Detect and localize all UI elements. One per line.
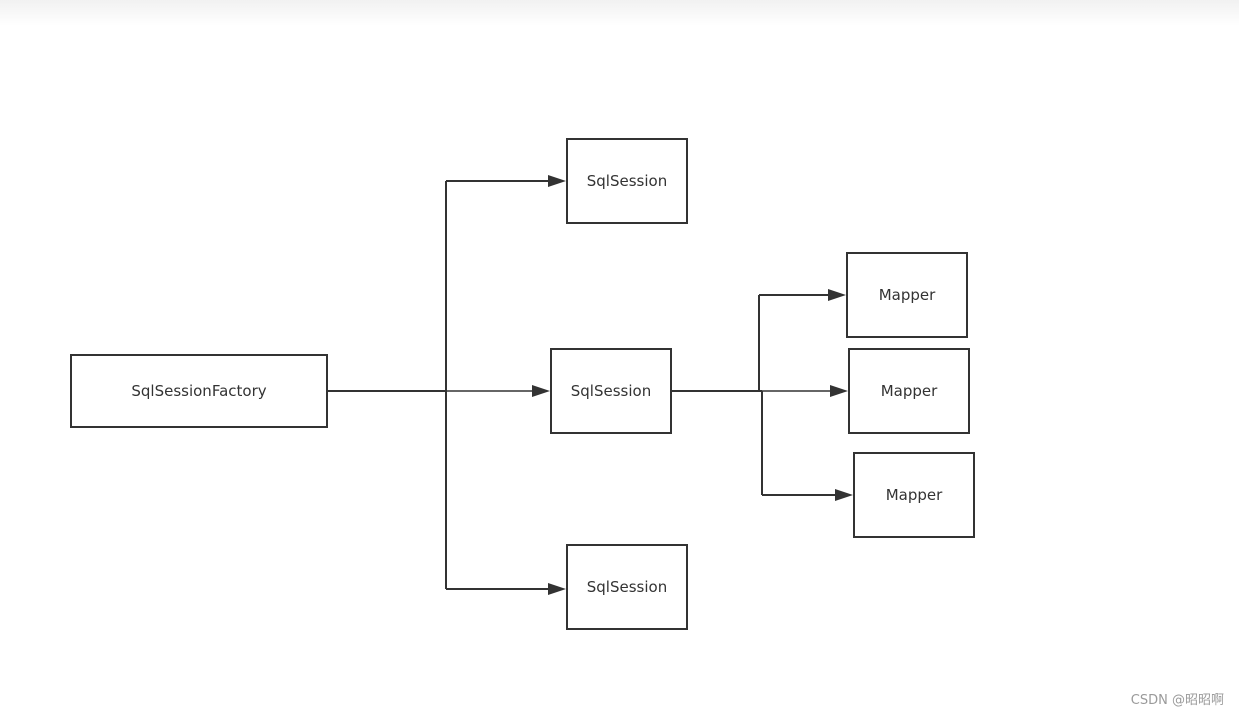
- arrowhead-mapper-middle: [830, 385, 848, 397]
- sqlsession-middle-box: [550, 348, 672, 434]
- arrowhead-session-bottom: [548, 583, 566, 595]
- node-mapper-bottom: Mapper: [853, 452, 975, 538]
- sqlsessionfactory-box: [70, 354, 328, 428]
- mapper-bottom-label: Mapper: [886, 486, 943, 504]
- node-mapper-top: Mapper: [846, 252, 968, 338]
- sqlsessionfactory-label: SqlSessionFactory: [131, 382, 266, 400]
- mapper-middle-label: Mapper: [881, 382, 938, 400]
- mapper-top-label: Mapper: [879, 286, 936, 304]
- node-mapper-middle: Mapper: [848, 348, 970, 434]
- node-sqlsession-top: SqlSession: [566, 138, 688, 224]
- arrowhead-session-middle: [532, 385, 550, 397]
- sqlsession-bottom-box: [566, 544, 688, 630]
- csdn-watermark: CSDN @昭昭啊: [1130, 693, 1224, 708]
- arrowhead-mapper-top: [828, 289, 846, 301]
- mapper-bottom-box: [853, 452, 975, 538]
- sqlsession-middle-label: SqlSession: [571, 382, 651, 400]
- sqlsession-top-box: [566, 138, 688, 224]
- factory-edges: [327, 175, 566, 595]
- arrowhead-mapper-bottom: [835, 489, 853, 501]
- arrowhead-session-top: [548, 175, 566, 187]
- top-shade: [0, 0, 1239, 26]
- node-sqlsession-bottom: SqlSession: [566, 544, 688, 630]
- mapper-top-box: [846, 252, 968, 338]
- mapper-middle-box: [848, 348, 970, 434]
- sqlsession-top-label: SqlSession: [587, 172, 667, 190]
- session-edges: [671, 289, 853, 501]
- node-sqlsession-middle: SqlSession: [550, 348, 672, 434]
- sqlsession-bottom-label: SqlSession: [587, 578, 667, 596]
- node-sqlsessionfactory: SqlSessionFactory: [70, 354, 328, 428]
